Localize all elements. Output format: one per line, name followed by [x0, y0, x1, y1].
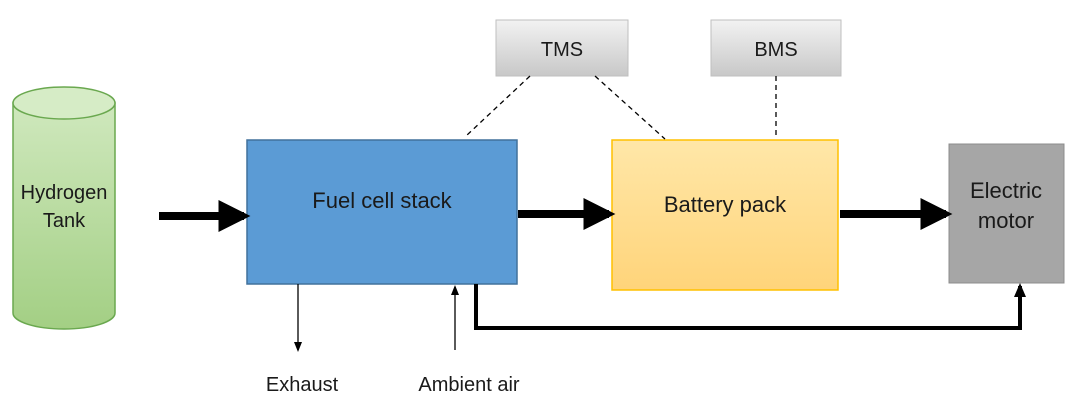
tms-battery-link: [594, 75, 666, 140]
exhaust-label: Exhaust: [266, 374, 339, 396]
tms-fuel-cell-link: [465, 75, 531, 137]
battery-pack-label: Battery pack: [664, 192, 787, 217]
fuel-cell-stack-label: Fuel cell stack: [312, 188, 452, 213]
bms-box: BMS: [710, 19, 842, 77]
fuel-cell-to-motor-bypass-arrow: [474, 283, 1026, 330]
electric-motor-label-line2: motor: [978, 208, 1034, 233]
fuel-cell-stack-box: Fuel cell stack: [246, 139, 518, 285]
tms-label: TMS: [541, 39, 583, 61]
hydrogen-tank-label-line2: Tank: [43, 210, 86, 232]
electric-motor-box: Electric motor: [948, 143, 1065, 284]
battery-pack-box: Battery pack: [611, 139, 839, 291]
tms-box: TMS: [495, 19, 629, 77]
ambient-air-label: Ambient air: [418, 374, 519, 396]
hydrogen-tank-label-line1: Hydrogen: [21, 182, 108, 204]
hydrogen-tank: Hydrogen Tank: [12, 86, 116, 330]
electric-motor-label-line1: Electric: [970, 178, 1042, 203]
bms-label: BMS: [754, 39, 797, 61]
